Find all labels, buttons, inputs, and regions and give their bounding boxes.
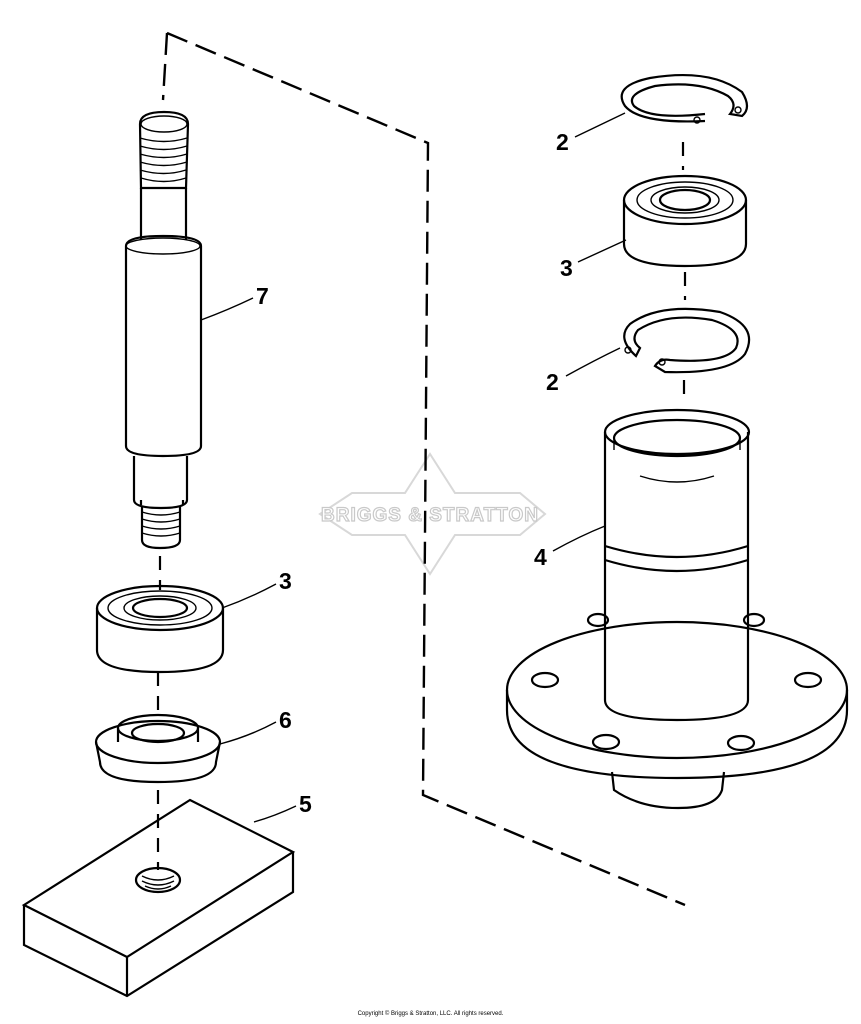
callout-retaining-ring-lower: 2	[546, 369, 559, 395]
callout-bearing-left: 3	[279, 568, 292, 594]
assembly-outline	[161, 31, 686, 907]
watermark-text: BRIGGS & STRATTON	[321, 505, 539, 526]
retaining-ring-lower-part	[623, 307, 751, 374]
shaft-part	[124, 110, 203, 550]
bearing-left-part	[95, 584, 225, 674]
block-part	[21, 798, 296, 998]
washer-part	[94, 713, 222, 784]
leader-lines	[200, 112, 627, 823]
callout-washer: 6	[279, 707, 292, 733]
bearing-right-part	[622, 174, 748, 268]
callout-block: 5	[299, 791, 312, 817]
retaining-ring-upper-part	[620, 73, 749, 124]
callout-shaft: 7	[256, 283, 269, 309]
copyright-notice: Copyright © Briggs & Stratton, LLC. All …	[357, 1011, 504, 1017]
callout-retaining-ring-upper: 2	[556, 129, 569, 155]
housing-part	[505, 408, 849, 810]
callout-housing: 4	[534, 544, 547, 570]
briggs-stratton-watermark: BRIGGS & STRATTON	[318, 452, 547, 576]
callout-bearing-right: 3	[560, 255, 573, 281]
